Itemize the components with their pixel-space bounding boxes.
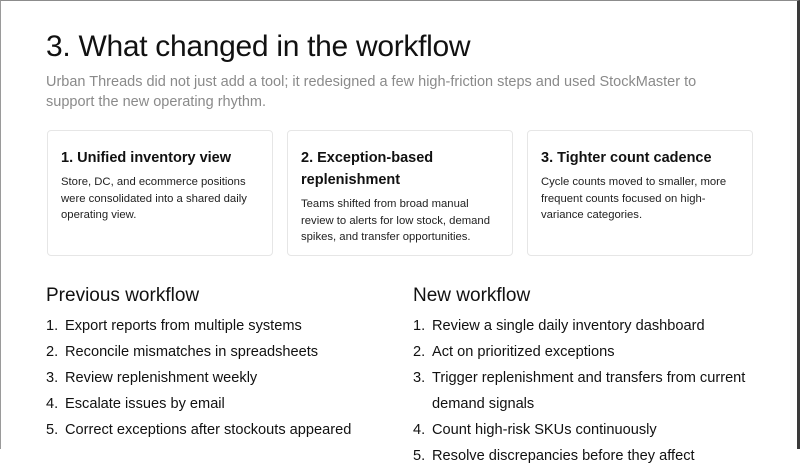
list-item: 2. Act on prioritized exceptions bbox=[413, 339, 758, 365]
list-number: 5. bbox=[413, 448, 426, 464]
list-item: 3. Trigger replenishment and transfers fr… bbox=[413, 365, 758, 417]
list-text: Reconcile mismatches in spreadsheets bbox=[65, 344, 319, 360]
list-text: Review a single daily inventory dashboar… bbox=[432, 318, 705, 334]
new-workflow-list: 1. Review a single daily inventory dashbo… bbox=[413, 313, 758, 469]
list-item: 5. Resolve discrepancies before they affe… bbox=[413, 443, 758, 469]
slide-frame bbox=[0, 0, 800, 449]
list-text: Act on prioritized exceptions bbox=[432, 344, 615, 360]
list-item: 1. Export reports from multiple systems bbox=[46, 313, 386, 339]
list-text: Count high-risk SKUs continuously bbox=[432, 422, 657, 438]
card-title: 2. Exception-based replenishment bbox=[301, 150, 434, 188]
list-item: 5. Correct exceptions after stockouts app… bbox=[46, 417, 386, 443]
new-workflow-section: New workflow 1. Review a single daily inv… bbox=[413, 283, 758, 469]
card-title: 1. Unified inventory view bbox=[61, 150, 232, 166]
list-item: 4. Count high-risk SKUs continuously bbox=[413, 417, 758, 443]
previous-workflow-section: Previous workflow 1. Export reports from … bbox=[46, 283, 386, 443]
list-number: 5. bbox=[46, 422, 59, 438]
list-text: Review replenishment weekly bbox=[65, 370, 258, 386]
list-number: 4. bbox=[46, 396, 59, 412]
new-workflow-title: New workflow bbox=[413, 285, 531, 306]
card-body: Teams shifted from broad manual review t… bbox=[301, 198, 490, 243]
list-text: Escalate issues by email bbox=[65, 396, 225, 412]
list-item: 1. Review a single daily inventory dashbo… bbox=[413, 313, 758, 339]
list-item: 2. Reconcile mismatches in spreadsheets bbox=[46, 339, 386, 365]
page-title: 3. What changed in the workflow bbox=[46, 30, 471, 63]
list-item: 3. Review replenishment weekly bbox=[46, 365, 386, 391]
card-body: Cycle counts moved to smaller, more freq… bbox=[541, 176, 727, 221]
previous-workflow-list: 1. Export reports from multiple systems 2… bbox=[46, 313, 386, 443]
list-number: 1. bbox=[46, 318, 59, 334]
card-tighter-count-cadence: 3. Tighter count cadence Cycle counts mo… bbox=[527, 130, 753, 256]
list-number: 2. bbox=[413, 344, 426, 360]
list-text: Export reports from multiple systems bbox=[65, 318, 302, 334]
card-title: 3. Tighter count cadence bbox=[541, 150, 712, 166]
card-unified-inventory-view: 1. Unified inventory view Store, DC, and… bbox=[47, 130, 273, 256]
previous-workflow-title: Previous workflow bbox=[46, 285, 200, 306]
list-text: Resolve discrepancies before they affect bbox=[432, 448, 695, 464]
card-exception-based-replenishment: 2. Exception-based replenishment Teams s… bbox=[287, 130, 513, 256]
list-number: 2. bbox=[46, 344, 59, 360]
list-text: Trigger replenishment and transfers from… bbox=[432, 370, 746, 412]
list-number: 4. bbox=[413, 422, 426, 438]
list-item: 4. Escalate issues by email bbox=[46, 391, 386, 417]
list-number: 1. bbox=[413, 318, 426, 334]
list-number: 3. bbox=[46, 370, 59, 386]
page-subtitle: Urban Threads did not just add a tool; i… bbox=[46, 74, 697, 110]
card-body: Store, DC, and ecommerce positions were … bbox=[61, 176, 247, 221]
list-number: 3. bbox=[413, 370, 426, 386]
list-text: Correct exceptions after stockouts appea… bbox=[65, 422, 352, 438]
